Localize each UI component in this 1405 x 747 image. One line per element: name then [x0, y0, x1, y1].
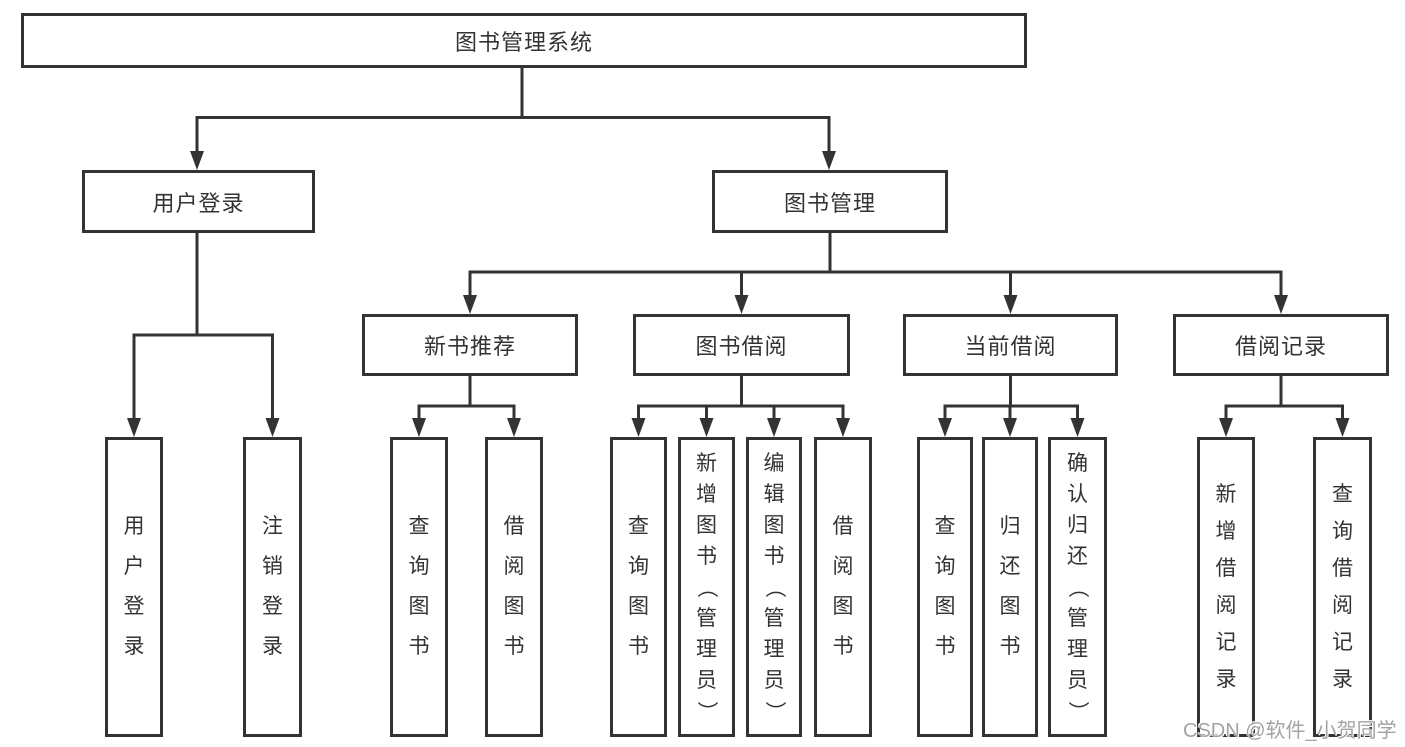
- leaf-borrowing-edit-books-admin: 编辑图书（管理员）: [746, 437, 802, 737]
- node-label: 当前借阅: [964, 334, 1057, 359]
- node-label: 图书借阅: [695, 334, 788, 359]
- node-label: 借阅记录: [1234, 334, 1327, 359]
- leaf-borrowing-borrow-books: 借阅图书: [814, 437, 872, 737]
- node-book-borrowing: 图书借阅: [633, 314, 850, 376]
- node-new-book-recommend: 新书推荐: [362, 314, 578, 376]
- node-label: 图书管理: [783, 190, 876, 216]
- node-label: 新书推荐: [423, 334, 516, 359]
- csdn-watermark: CSDN @软件_小贺同学: [1183, 720, 1397, 742]
- leaf-label: 借阅图书: [832, 515, 854, 658]
- leaf-recommend-query-books: 查询图书: [390, 437, 448, 737]
- leaf-label: 查询图书: [408, 515, 430, 658]
- leaf-current-query-books: 查询图书: [917, 437, 973, 737]
- node-library-management-system: 图书管理系统: [21, 13, 1027, 68]
- node-book-management: 图书管理: [712, 170, 948, 233]
- leaf-current-confirm-return-admin: 确认归还（管理员）: [1048, 437, 1107, 737]
- leaf-records-add-record: 新增借阅记录: [1197, 437, 1255, 737]
- leaf-label: 借阅图书: [503, 515, 525, 658]
- leaf-current-return-books: 归还图书: [982, 437, 1038, 737]
- leaf-label: 编辑图书（管理员）: [762, 451, 786, 722]
- leaf-label: 注销登录: [262, 515, 283, 658]
- leaf-borrowing-query-books: 查询图书: [610, 437, 667, 737]
- leaf-label: 查询图书: [934, 515, 956, 658]
- node-label: 图书管理系统: [454, 29, 593, 55]
- leaf-label: 查询借阅记录: [1332, 483, 1353, 691]
- leaf-label: 归还图书: [999, 515, 1021, 658]
- arrowheads: [127, 151, 1350, 437]
- leaf-label: 确认归还（管理员）: [1066, 451, 1089, 722]
- leaf-logout: 注销登录: [243, 437, 302, 737]
- leaf-user-login: 用户登录: [105, 437, 163, 737]
- leaf-borrowing-add-books-admin: 新增图书（管理员）: [678, 437, 735, 737]
- node-borrowing-records: 借阅记录: [1173, 314, 1389, 376]
- leaf-label: 新增借阅记录: [1215, 483, 1237, 691]
- leaf-label: 用户登录: [123, 515, 145, 658]
- node-user-login: 用户登录: [82, 170, 315, 233]
- leaf-recommend-borrow-books: 借阅图书: [485, 437, 543, 737]
- leaf-label: 新增图书（管理员）: [695, 451, 718, 722]
- leaf-records-query-record: 查询借阅记录: [1313, 437, 1372, 737]
- node-label: 用户登录: [152, 190, 245, 216]
- node-current-borrowing: 当前借阅: [903, 314, 1118, 376]
- leaf-label: 查询图书: [628, 515, 649, 658]
